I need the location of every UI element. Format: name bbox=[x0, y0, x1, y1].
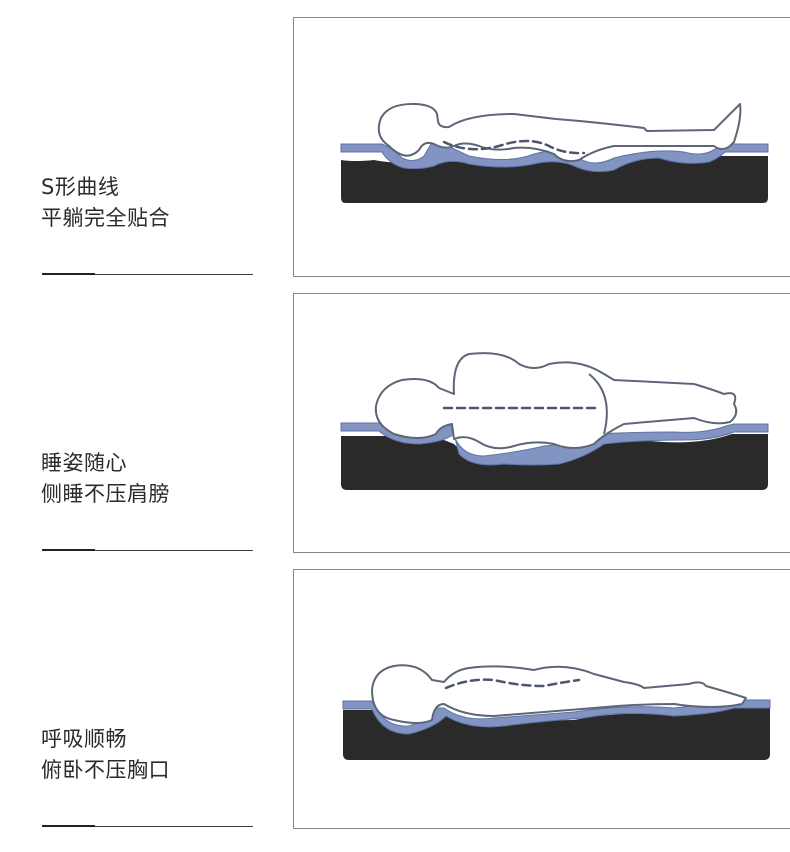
feature-row-side: 睡姿随心 侧睡不压肩膀 bbox=[0, 293, 790, 555]
figure-outline bbox=[377, 102, 742, 163]
feature-subtitle: 俯卧不压胸口 bbox=[41, 758, 170, 782]
feature-title: 呼吸顺畅 bbox=[41, 727, 127, 751]
feature-row-prone: 呼吸顺畅 俯卧不压胸口 bbox=[0, 569, 790, 831]
prone-person-on-mattress-illustration bbox=[342, 664, 771, 760]
illustration-panel bbox=[293, 569, 790, 829]
feature-caption: S形曲线 平躺完全贴合 bbox=[41, 172, 170, 234]
mattress-base bbox=[343, 708, 770, 760]
arm-outline bbox=[588, 373, 608, 435]
feature-row-supine: S形曲线 平躺完全贴合 bbox=[0, 17, 790, 279]
side-lying-person-on-mattress-illustration bbox=[340, 352, 769, 490]
feature-subtitle: 侧睡不压肩膀 bbox=[41, 482, 170, 506]
feature-title: 睡姿随心 bbox=[41, 451, 127, 475]
illustration-panel bbox=[293, 293, 790, 553]
divider-accent bbox=[42, 825, 95, 827]
illustration-panel bbox=[293, 17, 790, 277]
feature-caption: 睡姿随心 侧睡不压肩膀 bbox=[41, 448, 170, 510]
figure-outline bbox=[371, 664, 747, 724]
divider-accent bbox=[42, 273, 95, 275]
spine-curve bbox=[444, 678, 581, 690]
mattress-foam-layer bbox=[340, 143, 769, 173]
divider-line bbox=[42, 274, 253, 275]
spine-curve bbox=[442, 139, 586, 155]
divider-line bbox=[42, 550, 253, 551]
feature-caption: 呼吸顺畅 俯卧不压胸口 bbox=[41, 724, 170, 786]
feature-title: S形曲线 bbox=[41, 175, 120, 199]
divider-accent bbox=[42, 549, 95, 551]
back-lying-person-on-mattress-illustration bbox=[340, 102, 769, 203]
divider-line bbox=[42, 826, 253, 827]
figure-outline bbox=[374, 352, 738, 450]
mattress-base bbox=[341, 154, 768, 203]
feature-subtitle: 平躺完全贴合 bbox=[41, 206, 170, 230]
